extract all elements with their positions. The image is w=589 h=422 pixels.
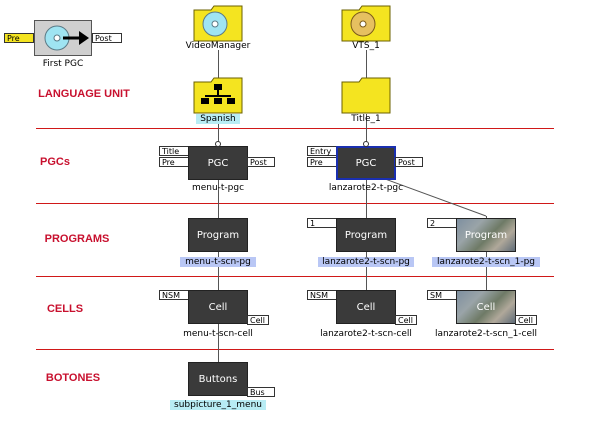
connector-line — [218, 50, 219, 80]
buttons-bus-tag: Bus — [247, 387, 275, 397]
cell-mode-tag: NSM — [159, 290, 189, 300]
dvd-play-icon — [44, 25, 89, 51]
first-pgc-post-tag: Post — [92, 33, 122, 43]
cell-node[interactable]: Cell — [188, 290, 248, 324]
program-label: lanzarote2-t-scn-pg — [318, 257, 414, 267]
folder-icon[interactable] — [341, 76, 391, 114]
cell-tag: Cell — [395, 315, 417, 325]
program-node[interactable]: Program — [456, 218, 516, 252]
connector-line — [366, 50, 367, 80]
first-pgc-pre-tag: Pre — [4, 33, 34, 43]
cell-tag: Cell — [515, 315, 537, 325]
pgc-connector-dot — [215, 141, 221, 147]
row-label-programs: PROGRAMS — [44, 233, 110, 245]
cell-mode-tag: SM — [427, 290, 457, 300]
dvd-folder-icon[interactable] — [341, 4, 391, 42]
row-label-cells: CELLS — [46, 303, 84, 315]
video-manager-label: VideoManager — [185, 41, 251, 51]
row-separator — [36, 128, 554, 129]
pgc-connector-dot — [363, 141, 369, 147]
title-unit-label: Title_1 — [351, 114, 381, 124]
program-number-tag: 2 — [427, 218, 457, 228]
program-number-tag: 1 — [307, 218, 337, 228]
pgc-post-tag: Post — [247, 157, 275, 167]
cell-node[interactable]: Cell — [336, 290, 396, 324]
language-unit-label: Spanish — [196, 114, 240, 124]
cell-tag: Cell — [247, 315, 269, 325]
row-label-language-unit: LANGUAGE UNIT — [38, 88, 130, 100]
first-pgc-label: First PGC — [42, 59, 84, 69]
pgc-node-selected[interactable]: PGC — [336, 146, 396, 180]
row-separator — [36, 203, 554, 204]
pgc-label: lanzarote2-t-pgc — [328, 183, 404, 193]
pgc-title-tag: Title — [159, 146, 189, 156]
row-label-pgcs: PGCs — [40, 156, 70, 168]
program-label: menu-t-scn-pg — [180, 257, 256, 267]
cell-node[interactable]: Cell — [456, 290, 516, 324]
pgc-entry-tag: Entry — [307, 146, 337, 156]
program-node[interactable]: Program — [188, 218, 248, 252]
buttons-node[interactable]: Buttons — [188, 362, 248, 396]
cell-label: lanzarote2-t-scn_1-cell — [434, 329, 538, 339]
vts-label: VTS_1 — [352, 41, 380, 51]
first-pgc-node[interactable] — [34, 20, 92, 56]
row-label-botones: BOTONES — [45, 372, 101, 384]
pgc-pre-tag: Pre — [159, 157, 189, 167]
pgc-node[interactable]: PGC — [188, 146, 248, 180]
hierarchy-folder-icon[interactable] — [193, 76, 243, 114]
row-separator — [36, 276, 554, 277]
cell-mode-tag: NSM — [307, 290, 337, 300]
cell-label: lanzarote2-t-scn-cell — [320, 329, 412, 339]
pgc-label: menu-t-pgc — [191, 183, 245, 193]
pgc-post-tag: Post — [395, 157, 423, 167]
program-node[interactable]: Program — [336, 218, 396, 252]
buttons-label: subpicture_1_menu — [170, 400, 266, 410]
connector-line — [486, 216, 487, 292]
row-separator — [36, 349, 554, 350]
cell-label: menu-t-scn-cell — [183, 329, 253, 339]
program-label: lanzarote2-t-scn_1-pg — [432, 257, 540, 267]
connector-line — [366, 114, 367, 292]
pgc-pre-tag: Pre — [307, 157, 337, 167]
dvd-folder-icon[interactable] — [193, 4, 243, 42]
